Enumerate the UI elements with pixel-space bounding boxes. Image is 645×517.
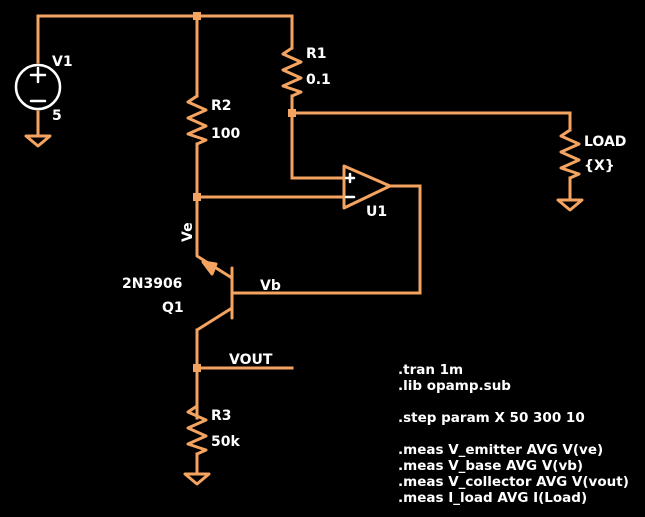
u1-name: U1 [366, 204, 387, 220]
junctions [193, 12, 296, 372]
wire-load-branch [290, 111, 572, 132]
load-resistor[interactable]: LOAD {X} [559, 128, 626, 180]
v1-voltage-source[interactable]: V1 5 [14, 54, 73, 124]
q1-transistor[interactable]: 2N3906 Q1 [122, 224, 234, 332]
load-zigzag [559, 128, 581, 180]
r1-name: R1 [306, 46, 327, 62]
q1-emitter-arrow-icon [201, 260, 218, 276]
r2-name: R2 [211, 98, 232, 114]
q1-model: 2N3906 [122, 276, 182, 292]
q1-collector-lead [195, 306, 234, 332]
r3-zigzag [186, 404, 208, 456]
u1-opamp[interactable]: U1 [342, 164, 392, 220]
v1-name: V1 [52, 54, 73, 70]
opamp-plus-icon [344, 172, 356, 184]
r2-value: 100 [211, 126, 240, 142]
r3-name: R3 [211, 408, 232, 424]
opamp-triangle [342, 164, 392, 210]
q1-name: Q1 [162, 300, 184, 316]
junction-top [193, 12, 201, 20]
wire-r1-bottom [290, 94, 346, 180]
spice-directives[interactable]: .tran 1m .lib opamp.sub .step param X 50… [398, 362, 629, 506]
directive-meas-emitter: .meas V_emitter AVG V(ve) [398, 442, 603, 458]
ground-r3-icon [183, 472, 211, 486]
wire-opamp-output [232, 184, 422, 295]
directive-meas-collector: .meas V_collector AVG V(vout) [398, 474, 629, 490]
r1-resistor[interactable]: R1 0.1 [281, 46, 331, 98]
junction-r1-load [288, 109, 296, 117]
r3-value: 50k [211, 434, 240, 450]
junction-vout [193, 364, 201, 372]
directive-lib: .lib opamp.sub [398, 378, 511, 394]
net-label-vb: Vb [260, 278, 281, 294]
load-name: LOAD [584, 134, 626, 150]
net-label-ve: Ve [180, 222, 196, 242]
load-value: {X} [584, 158, 615, 174]
r2-zigzag [186, 94, 208, 146]
junction-ve [193, 193, 201, 201]
v1-source-circle [14, 63, 62, 111]
net-label-vout: VOUT [229, 352, 273, 368]
r1-zigzag [281, 46, 303, 98]
r2-resistor[interactable]: R2 100 [186, 94, 240, 146]
directive-tran: .tran 1m [398, 362, 463, 378]
wires [36, 14, 572, 476]
r3-resistor[interactable]: R3 50k [186, 404, 240, 456]
r1-value: 0.1 [306, 72, 331, 88]
v1-value: 5 [52, 108, 62, 124]
ground-v1-icon [24, 134, 52, 148]
directive-step: .step param X 50 300 10 [398, 410, 585, 426]
q1-emitter-lead [195, 224, 234, 280]
directive-meas-load: .meas I_load AVG I(Load) [398, 490, 587, 506]
ground-load-icon [556, 198, 584, 212]
directive-meas-base: .meas V_base AVG V(vb) [398, 458, 583, 474]
v1-plus-icon [29, 66, 47, 84]
